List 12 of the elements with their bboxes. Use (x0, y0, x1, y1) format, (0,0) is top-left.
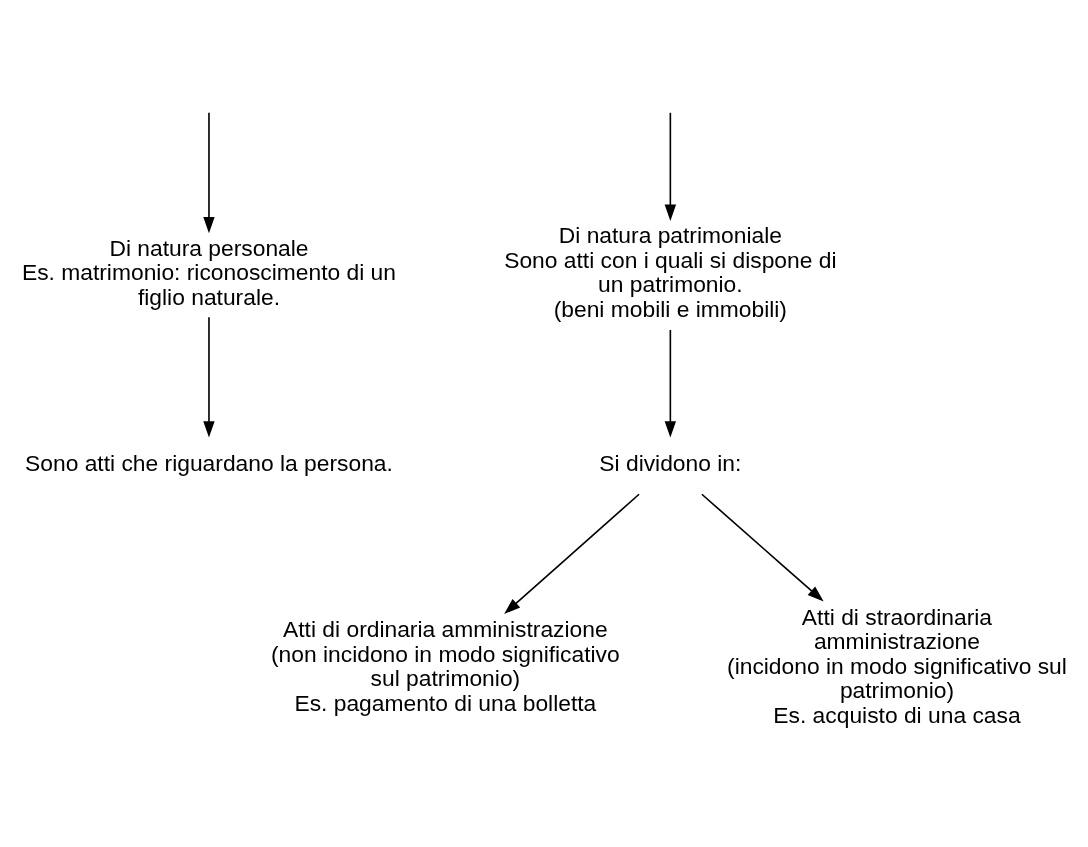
node-text: Di natura patrimoniale Sono atti con i quali si dispone di un patrimonio. (beni mobili e immobili) (504, 222, 837, 322)
arrow (203, 316, 215, 438)
arrow (664, 329, 677, 438)
arrow (203, 112, 215, 234)
arrow (664, 112, 677, 221)
node-text: Atti di ordinaria amministrazione (non incidono in modo significativo sul patrimonio) Es. pagamento di una bolletta (271, 616, 620, 716)
node-text: Atti di straordinaria amministrazione (incidono in modo significativo sul patrimonio) Es. acquisto di una casa (727, 603, 1067, 728)
arrow (504, 493, 640, 614)
node-text: Si dividono in: (599, 449, 742, 476)
node-text: Sono atti che riguardano la persona. (25, 449, 393, 476)
arrow (701, 493, 824, 602)
node-text: Di natura personale Es. matrimonio: riconoscimento di un figlio naturale. (21, 234, 396, 310)
